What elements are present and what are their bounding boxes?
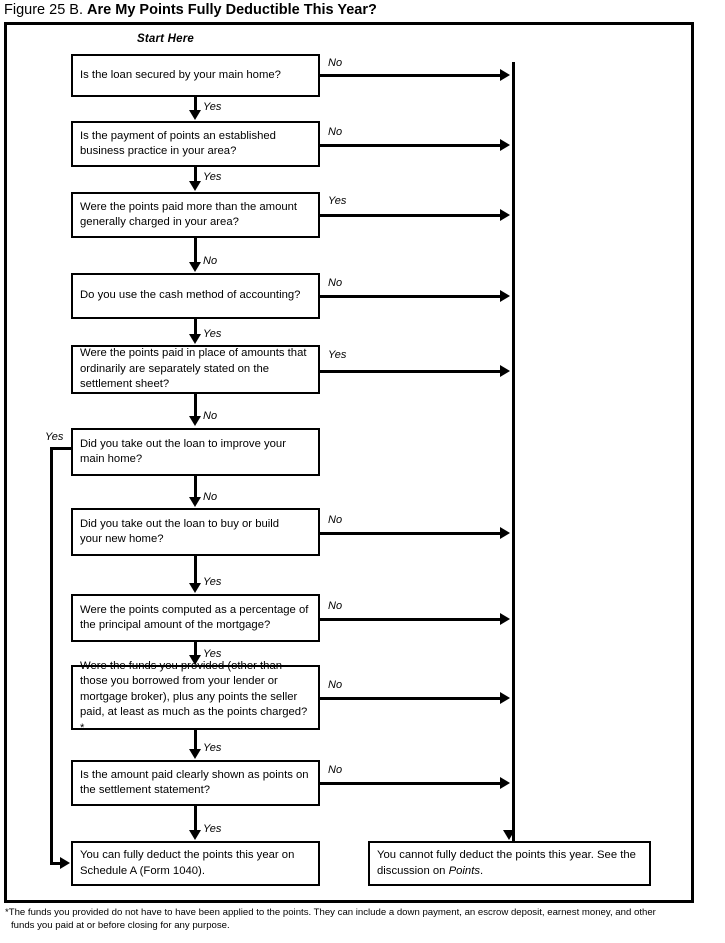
decision-box-2-text: Is the payment of points an established … <box>80 129 276 158</box>
edge-label-yes-9: Yes <box>203 742 222 754</box>
edge-label-no-branch-4: No <box>328 277 343 289</box>
decision-box-6-text: Did you take out the loan to improve you… <box>80 437 286 466</box>
arrowhead-branch-9 <box>500 692 510 704</box>
loop-left-bottom-segment <box>50 862 63 865</box>
branch-1-right <box>320 74 506 77</box>
outcome-not-deductible-reference: Points <box>448 864 480 877</box>
edge-label-yes-branch-5: Yes <box>328 349 347 361</box>
arrowhead-2-3 <box>189 181 201 191</box>
connector-10-outcome <box>194 806 197 833</box>
decision-box-3-text: Were the points paid more than the amoun… <box>80 200 298 229</box>
connector-4-5 <box>194 319 197 338</box>
branch-7-right <box>320 532 506 535</box>
start-here-label: Start Here <box>137 33 194 45</box>
branch-5-right <box>320 370 506 373</box>
loop-left-vertical <box>50 447 53 865</box>
decision-box-3[interactable]: Were the points paid more than the amoun… <box>71 192 320 238</box>
edge-label-no-branch-1: No <box>328 57 343 69</box>
arrowhead-branch-10 <box>500 777 510 789</box>
edge-label-no-branch-8: No <box>328 600 343 612</box>
connector-2-3 <box>194 167 197 184</box>
collector-spine <box>512 62 515 843</box>
outcome-not-deductible-text: You cannot fully deduct the points this … <box>377 848 642 879</box>
arrowhead-branch-7 <box>500 527 510 539</box>
arrowhead-branch-5 <box>500 365 510 377</box>
branch-2-right <box>320 144 506 147</box>
edge-label-yes-8: Yes <box>203 648 222 660</box>
decision-box-8[interactable]: Were the points computed as a percentage… <box>71 594 320 642</box>
arrowhead-4-5 <box>189 334 201 344</box>
outcome-box-not-deductible[interactable]: You cannot fully deduct the points this … <box>368 841 651 886</box>
decision-box-9[interactable]: Were the funds you provided (other than … <box>71 660 320 734</box>
arrowhead-5-6 <box>189 416 201 426</box>
connector-1-2 <box>194 97 197 113</box>
figure-title: Figure 25 B. Are My Points Fully Deducti… <box>4 1 377 19</box>
arrowhead-branch-3 <box>500 209 510 221</box>
arrowhead-9-10 <box>189 749 201 759</box>
loop-left-top-segment <box>50 447 73 450</box>
arrowhead-collector-to-outcome <box>503 830 515 840</box>
arrowhead-branch-2 <box>500 139 510 151</box>
decision-box-7-text: Did you take out the loan to buy or buil… <box>80 517 280 546</box>
branch-9-right <box>320 697 506 700</box>
decision-box-5-text: Were the points paid in place of amounts… <box>80 347 307 391</box>
connector-9-10 <box>194 730 197 752</box>
arrowhead-10-outcome <box>189 830 201 840</box>
arrowhead-1-2 <box>189 110 201 120</box>
decision-box-9-text: Were the funds you provided (other than … <box>80 659 308 734</box>
footnote-line-2: funds you paid at or before closing for … <box>11 920 230 931</box>
edge-label-yes-2: Yes <box>203 171 222 183</box>
decision-box-10-text: Is the amount paid clearly shown as poin… <box>80 768 309 797</box>
edge-label-no-branch-9: No <box>328 679 343 691</box>
arrowhead-3-4 <box>189 262 201 272</box>
connector-7-8 <box>194 556 197 586</box>
edge-label-no-5: No <box>203 410 218 422</box>
footnote-line-1: *The funds you provided do not have to h… <box>5 907 656 918</box>
figure-title-number: Figure 25 B. <box>4 2 83 18</box>
connector-5-6 <box>194 394 197 418</box>
outcome-not-deductible-post: . <box>480 864 484 877</box>
edge-label-yes-7: Yes <box>203 576 222 588</box>
edge-label-no-3: No <box>203 255 218 267</box>
outcome-not-deductible-pre: You cannot fully deduct the points this … <box>377 849 636 877</box>
decision-box-10[interactable]: Is the amount paid clearly shown as poin… <box>71 760 320 806</box>
branch-4-right <box>320 295 506 298</box>
figure-title-text: Are My Points Fully Deductible This Year… <box>87 2 377 18</box>
edge-label-yes-1: Yes <box>203 101 222 113</box>
outcome-box-deductible[interactable]: You can fully deduct the points this yea… <box>71 841 320 886</box>
decision-box-1[interactable]: Is the loan secured by your main home? <box>71 54 320 97</box>
decision-box-8-text: Were the points computed as a percentage… <box>80 603 309 632</box>
connector-3-4 <box>194 238 197 265</box>
decision-box-6[interactable]: Did you take out the loan to improve you… <box>71 428 320 476</box>
edge-label-no-branch-10: No <box>328 764 343 776</box>
outcome-deductible-text: You can fully deduct the points this yea… <box>80 849 295 877</box>
arrowhead-branch-4 <box>500 290 510 302</box>
decision-box-1-text: Is the loan secured by your main home? <box>80 68 281 81</box>
arrowhead-loop-to-outcome <box>60 857 70 869</box>
edge-label-yes-branch-3: Yes <box>328 195 347 207</box>
branch-10-right <box>320 782 506 785</box>
arrowhead-8-9 <box>189 655 201 665</box>
branch-3-right <box>320 214 506 217</box>
decision-box-4[interactable]: Do you use the cash method of accounting… <box>71 273 320 319</box>
edge-label-yes-4: Yes <box>203 328 222 340</box>
edge-label-no-6: No <box>203 491 218 503</box>
arrowhead-6-7 <box>189 497 201 507</box>
edge-label-yes-loop: Yes <box>45 431 64 443</box>
edge-label-no-branch-2: No <box>328 126 343 138</box>
arrowhead-7-8 <box>189 583 201 593</box>
connector-6-7 <box>194 476 197 500</box>
connector-8-9 <box>194 642 197 660</box>
arrowhead-branch-1 <box>500 69 510 81</box>
decision-box-5[interactable]: Were the points paid in place of amounts… <box>71 345 320 394</box>
edge-label-no-branch-7: No <box>328 514 343 526</box>
decision-box-2[interactable]: Is the payment of points an established … <box>71 121 320 167</box>
edge-label-yes-10: Yes <box>203 823 222 835</box>
footnote: *The funds you provided do not have to h… <box>5 906 717 932</box>
branch-8-right <box>320 618 506 621</box>
arrowhead-branch-8 <box>500 613 510 625</box>
decision-box-4-text: Do you use the cash method of accounting… <box>80 289 301 302</box>
decision-box-7[interactable]: Did you take out the loan to buy or buil… <box>71 508 320 556</box>
